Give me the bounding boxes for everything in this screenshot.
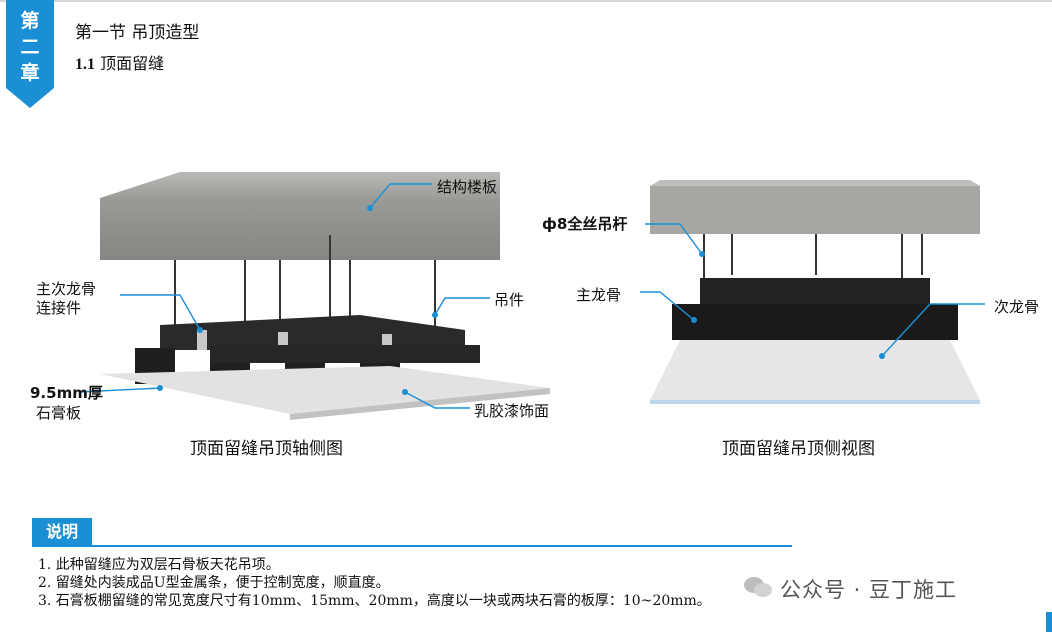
- main-keel-front: [210, 345, 480, 363]
- corner-accent: [1046, 612, 1052, 632]
- gypsum-board: [100, 366, 550, 414]
- watermark-text: 公众号 · 豆丁施工: [780, 578, 958, 602]
- subsection-name: 顶面留缝: [100, 54, 165, 73]
- notes-list: 1. 此种留缝应为双层石骨板天花吊项。 2. 留缝处内装成品U型金属条，便于控制…: [38, 556, 711, 610]
- label-board-line2: 石膏板: [36, 404, 82, 422]
- chapter-char-2: 二: [20, 36, 40, 58]
- label-secondary-keel: 次龙骨: [994, 298, 1040, 316]
- label-slab: 结构楼板: [437, 178, 498, 196]
- chapter-badge: 第 二 章: [6, 0, 54, 108]
- chapter-badge-shape: [6, 0, 54, 108]
- label-hanger: 吊件: [494, 291, 525, 309]
- main-keel-side: [672, 304, 958, 340]
- label-paint: 乳胶漆饰面: [474, 402, 550, 420]
- connector-clips: [197, 330, 392, 352]
- wechat-icon: [744, 577, 772, 597]
- slab-top-face: [100, 172, 500, 198]
- leader-lines-left: [79, 183, 490, 409]
- leader-lines-right: [640, 223, 985, 357]
- note-item-1: 1. 此种留缝应为双层石骨板天花吊项。: [38, 557, 280, 573]
- side-rods: [703, 234, 923, 280]
- top-rule: [0, 0, 1052, 2]
- caption-right: 顶面留缝吊顶侧视图: [722, 439, 875, 459]
- notes-rule: [32, 545, 792, 547]
- chapter-char-1: 第: [20, 10, 40, 32]
- label-connector-line2: 连接件: [36, 299, 82, 317]
- chapter-char-3: 章: [20, 62, 40, 84]
- axonometric-figure: [79, 172, 550, 420]
- subsection-title: 1.1 顶面留缝: [75, 50, 164, 74]
- notes-header: 说明: [32, 518, 92, 546]
- caption-left: 顶面留缝吊顶轴侧图: [190, 439, 343, 459]
- label-main-keel: 主龙骨: [576, 286, 622, 304]
- slab-front-face: [100, 198, 500, 260]
- note-item-2: 2. 留缝处内装成品U型金属条，便于控制宽度，顺直度。: [38, 575, 390, 591]
- section-title: 第一节 吊顶造型: [75, 23, 200, 43]
- label-connector-line1: 主次龙骨: [36, 280, 97, 298]
- note-item-3: 3. 石膏板棚留缝的常见宽度尺寸有10mm、15mm、20mm，高度以一块或两块…: [38, 593, 711, 609]
- side-view-figure: [640, 180, 985, 404]
- label-rod: ф8全丝吊杆: [542, 215, 628, 233]
- main-keel-top: [700, 278, 930, 304]
- side-board: [650, 340, 980, 400]
- subsection-number: 1.1: [75, 56, 95, 73]
- slab-side: [650, 186, 980, 234]
- label-board-line1: 9.5mm厚: [30, 384, 103, 402]
